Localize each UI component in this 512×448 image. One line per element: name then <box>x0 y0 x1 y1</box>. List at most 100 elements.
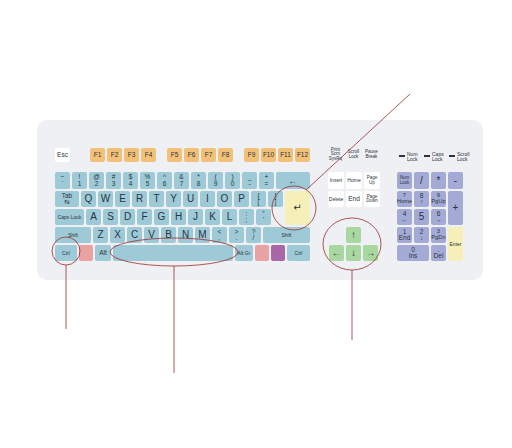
keyboard-key: _- <box>242 172 257 189</box>
key-label: Ctrl <box>62 251 70 256</box>
keyboard-key: M <box>195 227 210 243</box>
key-label: S <box>107 212 114 222</box>
keyboard-key: F7 <box>201 148 216 162</box>
key-label: 3 <box>112 181 116 188</box>
keyboard-key: )0 <box>225 172 240 189</box>
keyboard-key: V <box>144 227 159 243</box>
keyboard-key: Scroll Lock <box>345 145 362 164</box>
keyboard-key: * <box>431 172 446 189</box>
keyboard-key: Page Up <box>364 172 380 189</box>
key-label: 6 <box>163 181 167 188</box>
key-label: Esc <box>57 152 68 159</box>
keyboard-key: O <box>217 191 232 207</box>
key-label: Num Lock <box>397 176 412 185</box>
key-label: , <box>219 235 221 242</box>
keyboard-key: #3 <box>106 172 121 189</box>
key-label: ` <box>61 181 63 188</box>
key-label: Page Up <box>364 176 380 185</box>
keyboard-key: 3PgDn <box>431 227 446 243</box>
keyboard-key: 5 <box>414 209 429 225</box>
key-label: Alt <box>99 250 107 257</box>
keyboard-key: @2 <box>89 172 104 189</box>
keyboard-key: E <box>115 191 130 207</box>
key-label: Shift <box>68 233 78 238</box>
key-label: F2 <box>111 152 119 159</box>
key-label: / <box>253 235 255 242</box>
keyboard-key: %5 <box>140 172 155 189</box>
key-label: Ctrl <box>295 251 303 256</box>
keyboard-key: Insert <box>328 172 344 189</box>
callout-ellipse <box>323 218 381 270</box>
key-label: ' <box>263 217 264 224</box>
keyboard-key: $4 <box>123 172 138 189</box>
keyboard-key: F2 <box>107 148 122 162</box>
keyboard-key: F10 <box>261 148 276 162</box>
key-label: + <box>453 203 459 213</box>
keyboard-key: .Del <box>431 245 446 261</box>
keyboard-key: H <box>171 209 186 225</box>
key-label: Y <box>170 194 177 204</box>
key-label: P <box>238 194 245 204</box>
key-label: = <box>265 181 269 188</box>
keyboard-key: B <box>161 227 176 243</box>
key-label: ← <box>332 248 342 258</box>
key-label: W <box>101 194 110 204</box>
key-label: / <box>420 176 423 186</box>
key-label: F7 <box>205 152 213 159</box>
key-label: [ <box>258 199 260 206</box>
key-label: ← <box>288 176 298 186</box>
key-label: E <box>119 194 126 204</box>
key-label: ← <box>401 217 408 224</box>
key-label: L <box>227 212 233 222</box>
keyboard-key: 9PgUp <box>431 191 446 207</box>
keyboard-key: D <box>120 209 135 225</box>
keyboard-key: :; <box>239 209 254 225</box>
key-label: F1 <box>94 152 102 159</box>
keyboard-key: F12 <box>295 148 310 162</box>
keyboard-key: U <box>183 191 198 207</box>
keyboard-key: W <box>98 191 113 207</box>
key-label: Shift <box>281 233 291 238</box>
leader-line <box>352 270 353 340</box>
leader-line <box>174 266 175 373</box>
keyboard-key: F <box>137 209 152 225</box>
keyboard-key: 2↓ <box>414 227 429 243</box>
leader-line <box>306 94 410 190</box>
keyboard-key: I <box>200 191 215 207</box>
keyboard-key: F8 <box>218 148 233 162</box>
key-label: B <box>165 230 172 240</box>
key-label: T <box>153 194 159 204</box>
key-label: D <box>124 212 131 222</box>
keyboard-key: Home <box>346 172 362 189</box>
keyboard-key: Enter <box>448 227 463 261</box>
key-label: F4 <box>145 152 153 159</box>
leader-line <box>66 265 67 329</box>
keyboard-key: Tab⇆ <box>55 191 79 207</box>
keyboard-key: F4 <box>141 148 156 162</box>
keyboard-key: {[ <box>251 191 266 207</box>
keyboard-key: Pause Break <box>363 145 380 164</box>
key-label: * <box>437 176 441 186</box>
key-label: Delete <box>329 197 343 202</box>
key-label: U <box>187 194 194 204</box>
keyboard-key: Z <box>93 227 108 243</box>
key-label: O <box>221 194 229 204</box>
key-label: Alt Gr <box>238 251 251 256</box>
keyboard-key: Page Down <box>364 191 380 207</box>
indicator-light <box>424 155 430 157</box>
keyboard-key: <, <box>212 227 227 243</box>
keyboard-key: !1 <box>72 172 87 189</box>
key-label: PgDn <box>431 235 446 241</box>
keyboard-key: F1 <box>90 148 105 162</box>
key-label: - <box>248 181 250 188</box>
indicator-label: Caps Lock <box>432 152 449 163</box>
keyboard-key: L <box>222 209 237 225</box>
keyboard-key: End <box>346 191 362 207</box>
keyboard-key: Print Scrn SysRq <box>327 145 344 164</box>
keyboard-key: (9 <box>208 172 223 189</box>
key-label: 1 <box>78 181 82 188</box>
keyboard-key: 0Ins <box>397 245 429 261</box>
keyboard-key: N <box>178 227 193 243</box>
keyboard-key: K <box>205 209 220 225</box>
